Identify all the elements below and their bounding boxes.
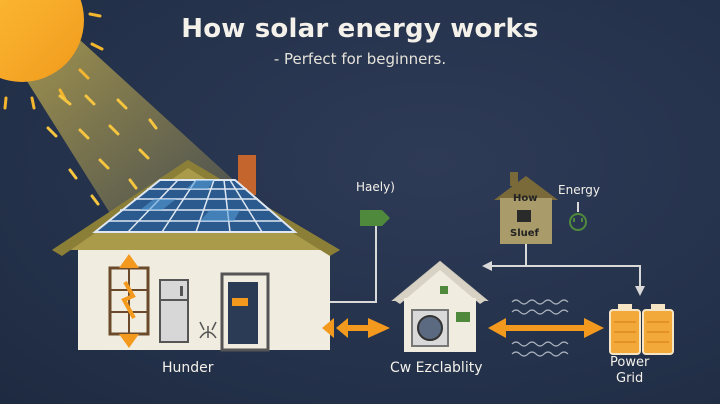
power-grid-label-line2: Grid	[616, 371, 644, 386]
energy-arrow-right	[488, 318, 604, 338]
small-house-bottom-label: Sluef	[510, 228, 539, 239]
wave-lines	[511, 299, 569, 357]
sun-icon	[0, 0, 84, 82]
power-grid-label: Power Grid	[610, 355, 649, 387]
center-house	[391, 260, 489, 352]
sunlight-dashes	[46, 94, 158, 206]
fridge-icon	[159, 279, 189, 343]
plug-icon	[569, 202, 587, 231]
house-door	[220, 272, 270, 352]
plant-icon	[199, 321, 217, 339]
energy-arrow-left	[322, 318, 390, 338]
panel-flow-label: Haely)	[356, 180, 395, 194]
wire-arrow-left	[482, 261, 492, 271]
flow-flag-icon	[360, 210, 390, 226]
house-window	[108, 254, 150, 348]
small-house	[494, 172, 558, 244]
wire-arrow-down	[635, 286, 645, 296]
battery-icon	[609, 304, 674, 355]
energy-label: Energy	[558, 183, 601, 197]
house-label: Hunder	[162, 360, 214, 376]
power-wire-1	[330, 218, 377, 303]
house-chimney	[238, 155, 256, 195]
center-label: Cw Ezclablity	[390, 360, 483, 376]
solar-panel	[92, 179, 298, 233]
page-subtitle: - Perfect for beginners.	[273, 50, 447, 68]
small-house-top-label: How	[513, 193, 538, 204]
power-wire-2	[488, 265, 641, 288]
page-title: How solar energy works	[181, 14, 539, 44]
power-grid-label-line1: Power	[610, 355, 650, 370]
